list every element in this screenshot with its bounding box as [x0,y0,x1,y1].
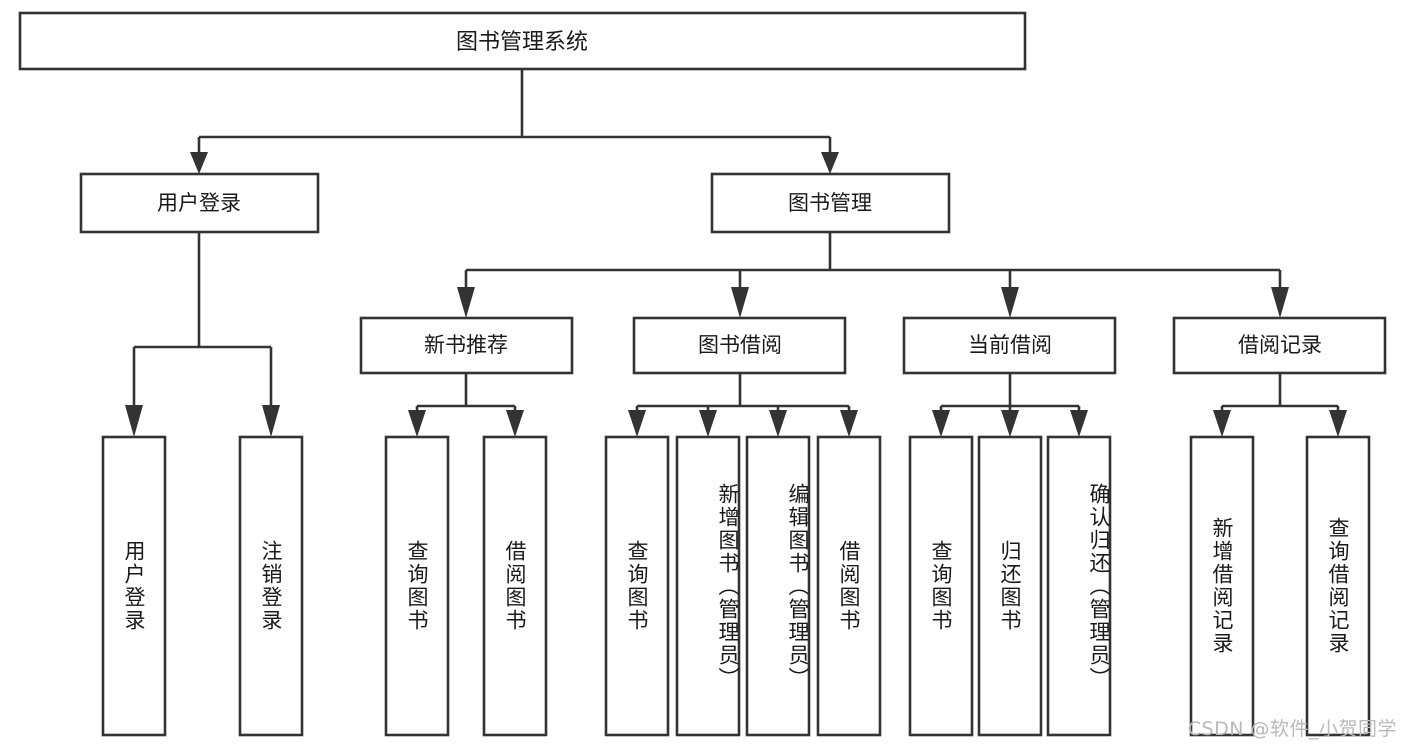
arrowhead-leaf-borrow-book-1 [506,410,524,437]
arrowhead-leaf-user-logout [262,405,280,437]
leaf-box-add-record[interactable] [1189,435,1255,737]
arrowhead-leaf-query-book-1 [408,410,426,437]
node-book-borrow-label: 图书借阅 [698,333,782,357]
node-current-borrow-box[interactable] [902,316,1117,375]
leaf-box-user-logout[interactable] [238,435,304,737]
arrowhead-leaf-query-book-3 [932,410,950,437]
node-book-manage-label: 图书管理 [788,191,872,215]
leaf-box-borrow-book-1[interactable] [482,435,548,737]
arrowhead-leaf-query-book-2 [628,410,646,437]
arrowhead-book-manage [821,152,839,174]
node-book-manage[interactable]: 图书管理 [710,172,951,234]
arrowhead-current-borrow [1001,287,1019,318]
node-borrow-record-label: 借阅记录 [1238,333,1322,357]
arrowhead-leaf-confirm-return [1070,410,1088,437]
arrowhead-book-borrow [731,287,749,318]
node-current-borrow[interactable]: 当前借阅 [902,316,1117,375]
node-user-login[interactable]: 用户登录 [79,172,320,234]
node-book-manage-box[interactable] [710,172,951,234]
arrowhead-leaf-add-record [1213,410,1231,437]
node-current-borrow-label: 当前借阅 [968,333,1052,357]
arrowhead-leaf-add-book [699,410,717,437]
node-book-borrow[interactable]: 图书借阅 [632,316,847,375]
node-new-book-rec-box[interactable] [359,316,574,375]
leaf-box-confirm-return[interactable] [1046,435,1112,737]
leaf-box-return-book[interactable] [977,435,1043,737]
leaf-box-user-login[interactable] [101,435,167,737]
leaf-box-query-record[interactable] [1305,435,1371,737]
arrowhead-user-login [190,152,208,174]
node-book-borrow-box[interactable] [632,316,847,375]
leaf-box-borrow-book-2[interactable] [816,435,882,737]
leaf-box-edit-book[interactable] [745,435,811,737]
arrowhead-leaf-return-book [1001,410,1019,437]
leaf-box-add-book[interactable] [675,435,741,737]
leaf-box-query-book-2[interactable] [604,435,670,737]
node-borrow-record-box[interactable] [1172,316,1387,375]
node-new-book-rec[interactable]: 新书推荐 [359,316,574,375]
leaf-box-query-book-1[interactable] [384,435,450,737]
arrowhead-new-book-rec [457,287,475,318]
node-new-book-rec-label: 新书推荐 [424,333,508,357]
arrowhead-leaf-user-login [125,405,143,437]
arrowhead-borrow-record [1271,287,1289,318]
leaf-box-query-book-3[interactable] [908,435,974,737]
node-user-login-label: 用户登录 [157,191,241,215]
arrowhead-leaf-query-record [1329,410,1347,437]
csdn-watermark: CSDN @软件_小贺同学 [1187,718,1397,740]
node-root-box[interactable] [18,11,1027,71]
arrowhead-leaf-edit-book [769,410,787,437]
arrowhead-leaf-borrow-book-2 [840,410,858,437]
node-root-label: 图书管理系统 [456,30,588,55]
node-root[interactable]: 图书管理系统 [18,11,1027,71]
node-borrow-record[interactable]: 借阅记录 [1172,316,1387,375]
